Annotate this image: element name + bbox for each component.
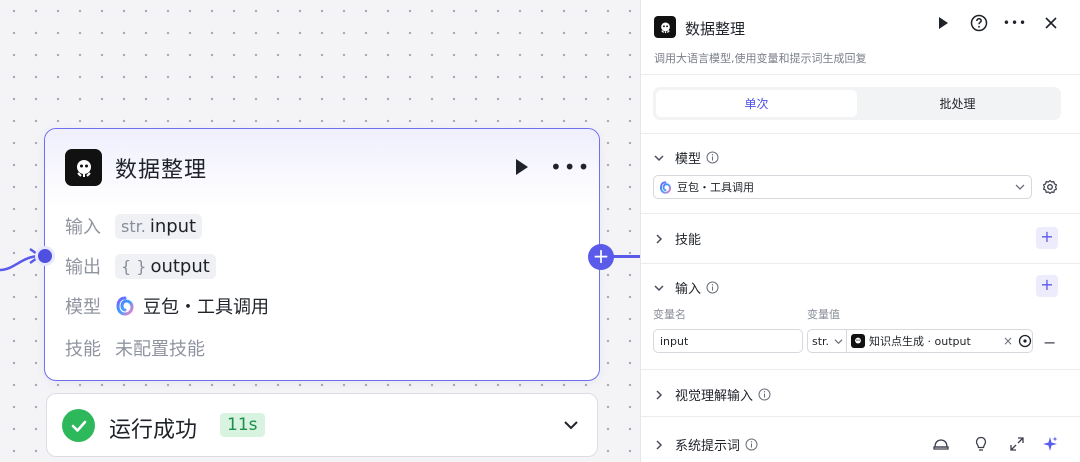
info-icon[interactable] <box>745 438 758 451</box>
status-time-badge: 11s <box>220 413 265 437</box>
model-label: 模型 <box>65 297 101 318</box>
panel-header: 数据整理 调用大语言模型,使用变量和提示词生成回复 ••• <box>641 0 1080 75</box>
run-status-bar[interactable]: 运行成功 11s <box>46 393 598 457</box>
bot-icon <box>654 16 676 38</box>
node-model-row: 模型 豆包・工具调用 <box>65 293 269 319</box>
info-icon[interactable] <box>706 281 719 294</box>
vision-input-label: 视觉理解输入 <box>675 389 754 404</box>
model-select[interactable]: 豆包・工具调用 <box>653 175 1032 199</box>
doubao-logo-icon <box>116 296 134 316</box>
var-type-select[interactable]: str. <box>807 329 847 353</box>
input-section-label: 输入 <box>675 282 702 297</box>
chevron-down-icon[interactable] <box>562 416 580 434</box>
input-section-header[interactable]: 输入 <box>653 278 719 297</box>
bot-icon <box>851 334 865 348</box>
chevron-down-icon <box>654 284 664 291</box>
remove-input-icon[interactable]: − <box>1043 333 1057 352</box>
skills-section <box>641 213 1080 263</box>
run-icon[interactable] <box>934 14 952 32</box>
model-value-wrap: 豆包・工具调用 <box>115 293 269 319</box>
system-prompt-label: 系统提示词 <box>675 439 741 454</box>
expand-icon[interactable] <box>1008 435 1026 453</box>
input-tag: str. input <box>115 213 203 239</box>
system-prompt-section <box>641 416 1080 462</box>
close-icon[interactable] <box>1042 14 1060 32</box>
node-input-row: 输入 str. input <box>65 213 203 239</box>
run-icon[interactable] <box>515 158 529 176</box>
more-icon[interactable]: ••• <box>550 155 592 179</box>
info-icon[interactable] <box>758 388 771 401</box>
outgoing-edge <box>612 255 642 258</box>
model-value: 豆包・工具调用 <box>143 297 269 318</box>
system-prompt-section-header[interactable]: 系统提示词 <box>653 435 758 454</box>
var-reference-value: 知识点生成 · output <box>869 335 971 348</box>
add-skill-button[interactable]: + <box>1036 227 1058 249</box>
tab-batch[interactable]: 批处理 <box>939 97 976 111</box>
chevron-right-icon <box>656 233 663 244</box>
var-name-input[interactable]: input <box>653 329 803 353</box>
model-section-label: 模型 <box>675 152 702 167</box>
chevron-down-icon <box>654 154 664 161</box>
status-text: 运行成功 <box>109 418 198 443</box>
skills-section-header[interactable]: 技能 <box>653 229 701 248</box>
skill-value: 未配置技能 <box>115 339 205 360</box>
success-check-icon <box>62 409 95 442</box>
input-type: str. <box>121 216 146 236</box>
input-value: input <box>149 215 197 237</box>
prompt-library-icon[interactable] <box>932 435 950 453</box>
output-type: { } <box>121 256 147 276</box>
run-mode-tabs: 单次 批处理 <box>653 87 1061 120</box>
add-input-button[interactable]: + <box>1036 275 1058 297</box>
doubao-logo-icon <box>659 180 672 194</box>
chevron-right-icon <box>656 439 663 450</box>
lightbulb-icon[interactable] <box>972 435 990 453</box>
skill-label: 技能 <box>65 339 101 360</box>
var-reference-field[interactable]: 知识点生成 · output × <box>847 329 1033 353</box>
tab-single[interactable]: 单次 <box>656 90 857 117</box>
panel-description: 调用大语言模型,使用变量和提示词生成回复 <box>654 52 867 65</box>
vision-input-section-header[interactable]: 视觉理解输入 <box>653 385 771 404</box>
llm-node-card[interactable]: 数据整理 ••• 输入 str. input 输出 { } output 模型 … <box>44 128 600 381</box>
input-label: 输入 <box>65 217 101 238</box>
node-header: 数据整理 ••• <box>45 129 599 207</box>
model-section <box>641 133 1080 213</box>
node-title: 数据整理 <box>115 158 208 183</box>
target-icon[interactable] <box>1018 334 1032 348</box>
info-icon[interactable] <box>706 151 719 164</box>
gear-icon[interactable] <box>1042 179 1058 195</box>
vision-input-section <box>641 369 1080 416</box>
node-output-row: 输出 { } output <box>65 253 216 279</box>
chevron-down-icon <box>834 339 843 345</box>
more-icon[interactable]: ••• <box>1002 16 1028 30</box>
bot-icon <box>65 149 102 186</box>
model-section-header[interactable]: 模型 <box>653 148 719 167</box>
node-config-panel: 数据整理 调用大语言模型,使用变量和提示词生成回复 ••• 单次 批处理 模型 … <box>640 0 1080 462</box>
clear-icon[interactable]: × <box>1003 334 1014 348</box>
output-label: 输出 <box>65 257 101 278</box>
output-port-add-icon[interactable]: + <box>588 244 614 270</box>
var-type-value: str. <box>812 334 830 348</box>
model-select-value: 豆包・工具调用 <box>677 181 754 194</box>
output-value: output <box>150 255 210 277</box>
chevron-down-icon <box>1015 184 1025 190</box>
input-port[interactable] <box>35 246 55 266</box>
input-section <box>641 263 1080 369</box>
node-skill-row: 技能 未配置技能 <box>65 335 205 361</box>
ai-sparkle-icon[interactable] <box>1041 435 1059 453</box>
panel-title: 数据整理 <box>685 20 746 38</box>
output-tag: { } output <box>115 253 216 279</box>
skills-section-label: 技能 <box>675 233 702 248</box>
panel-actions: ••• <box>934 14 1060 32</box>
var-value-column-label: 变量值 <box>807 308 840 321</box>
help-icon[interactable] <box>970 14 988 32</box>
chevron-right-icon <box>656 389 663 400</box>
var-name-column-label: 变量名 <box>653 308 686 321</box>
